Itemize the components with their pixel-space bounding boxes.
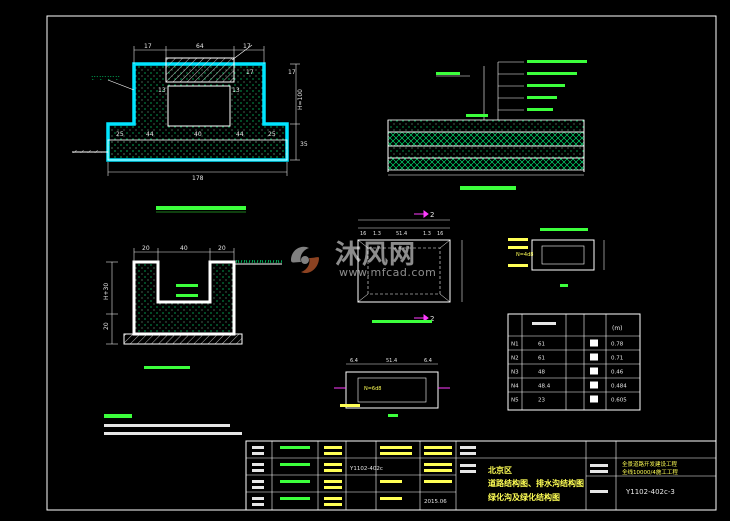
project-name-2: 全线10000/4施工工程 — [622, 468, 678, 476]
dim-top-left: 17 — [144, 43, 152, 50]
table-cell-value: 0.605 — [611, 398, 627, 404]
dim-base-4: 44 — [236, 131, 244, 138]
section-mark-top: 2 — [430, 211, 434, 219]
dim-ch-left-h: H+30 — [103, 283, 110, 300]
dim-plan-4: 1.3 — [423, 231, 431, 237]
dim-top-mid: 64 — [196, 43, 204, 50]
project-name-1: 全景道路开发建设工程 — [622, 460, 678, 468]
caption-drawing-1 — [156, 206, 246, 210]
section-drawing-5: 6.4 51.4 6.4 N=6d8 — [334, 358, 450, 417]
drawing-title-2: 绿化沟及绿化结构图 — [488, 492, 560, 502]
rebar-label-n4: N=4d8 — [516, 252, 533, 258]
dim-plan-1: 16 — [360, 231, 366, 237]
drawing-title-1: 道路结构图、排水沟结构图 — [488, 478, 584, 488]
table-cell-shape — [590, 367, 598, 375]
title-code-1: Y1102-402c — [349, 466, 383, 472]
table-cell-id: N4 — [511, 384, 519, 390]
table-cell-value: 0.78 — [611, 342, 624, 348]
dim-sec-2: 51.4 — [386, 358, 397, 364]
dim-sec-3: 6.4 — [424, 358, 432, 364]
dim-base-1: 25 — [116, 131, 124, 138]
table-cell-value: 0.71 — [611, 356, 623, 362]
section-drawing-6: N=4d8 — [508, 228, 605, 287]
table-header-unit: (m) — [612, 325, 623, 332]
table-cell-value: 0.484 — [611, 384, 627, 390]
dim-ch-1: 20 — [142, 245, 150, 252]
dim-inner-left: 13 — [158, 87, 166, 94]
dim-ch-3: 20 — [218, 245, 226, 252]
table-cell-shape — [590, 395, 598, 403]
caption-drawing-3 — [144, 366, 190, 369]
dim-plan-5: 16 — [437, 231, 443, 237]
dim-ch-left-1: 20 — [103, 322, 110, 330]
dim-right-2: 17 — [288, 69, 296, 76]
watermark-url: www.mfcad.com — [339, 266, 437, 279]
table-cell-shape — [590, 381, 598, 389]
table-cell-shape — [590, 353, 598, 361]
dim-inner-right: 13 — [232, 87, 240, 94]
dim-ch-2: 40 — [180, 245, 188, 252]
dim-base-3: 40 — [194, 131, 202, 138]
caption-drawing-6 — [560, 284, 568, 287]
table-cell-length: 23 — [538, 398, 545, 404]
title-code-2: 2015.06 — [424, 499, 447, 505]
dim-right-1: 35 — [300, 141, 308, 148]
dim-right-h: H=100 — [297, 89, 304, 110]
table-cell-length: 61 — [538, 356, 545, 362]
table-cell-id: N1 — [511, 342, 519, 348]
section-drawing-1: 17 64 17 13 13 17 25 44 40 44 25 178 35 … — [72, 43, 308, 213]
dim-plan-2: 1.3 — [373, 231, 381, 237]
drawing-number: Y1102-402c-3 — [625, 488, 675, 496]
table-cell-shape — [590, 339, 598, 347]
caption-drawing-4 — [372, 320, 432, 323]
watermark: 沐风网 www.mfcad.com — [283, 236, 443, 286]
watermark-logo-icon — [291, 246, 319, 274]
table-cell-id: N2 — [511, 356, 519, 362]
dim-base-5: 25 — [268, 131, 276, 138]
dim-plan-3: 51.4 — [396, 231, 407, 237]
table-cell-length: 48 — [538, 370, 545, 376]
section-drawing-4: 16 1.3 51.4 1.3 16 2 2 — [357, 210, 463, 323]
watermark-name: 沐风网 — [335, 240, 417, 270]
table-cell-id: N5 — [511, 398, 519, 404]
table-cell-value: 0.46 — [611, 370, 624, 376]
dim-sec-1: 6.4 — [350, 358, 358, 364]
dim-overall: 178 — [192, 175, 204, 182]
title-district: 北京区 — [488, 465, 512, 475]
notes — [104, 414, 242, 435]
dim-cap-right: 17 — [246, 69, 254, 76]
caption-drawing-2 — [460, 186, 516, 190]
rebar-tag-n6: N=6d8 — [364, 386, 381, 392]
section-mark-bottom: 2 — [430, 315, 434, 323]
dim-base-2: 44 — [146, 131, 154, 138]
caption-drawing-5 — [388, 414, 398, 417]
table-cell-id: N3 — [511, 370, 519, 376]
dim-top-right: 17 — [243, 43, 251, 50]
section-drawing-2 — [387, 60, 587, 190]
section-drawing-3: 20 40 20 20 H+30 — [103, 245, 282, 369]
title-block: Y1102-402c 2015.06 北京区 道路结构图、排水沟结构图 绿化沟及… — [245, 440, 717, 511]
table-cell-length: 61 — [538, 342, 545, 348]
table-cell-length: 48.4 — [538, 384, 551, 390]
